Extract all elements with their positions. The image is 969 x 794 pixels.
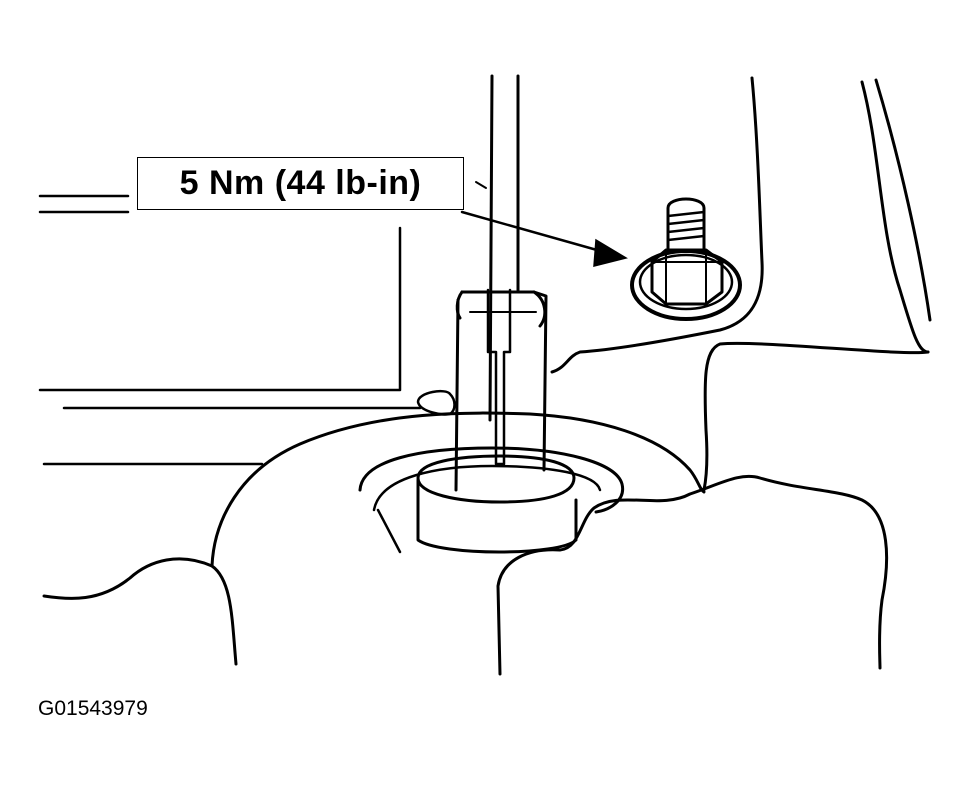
torque-leader-arrow [460,210,628,267]
figure-id: G01543979 [38,697,148,720]
strut-rod [416,288,548,492]
vertical-panel-edges [475,74,520,422]
torque-spec-label: 5 Nm (44 lb-in) [137,157,464,210]
strut-mount-hole [358,446,625,554]
shock-tower-outer-curve [210,411,706,568]
nut-bolt [630,197,742,321]
cutaway-edges [42,474,889,676]
strut-tower-panel [550,76,932,492]
body-panel-lines [38,194,422,466]
